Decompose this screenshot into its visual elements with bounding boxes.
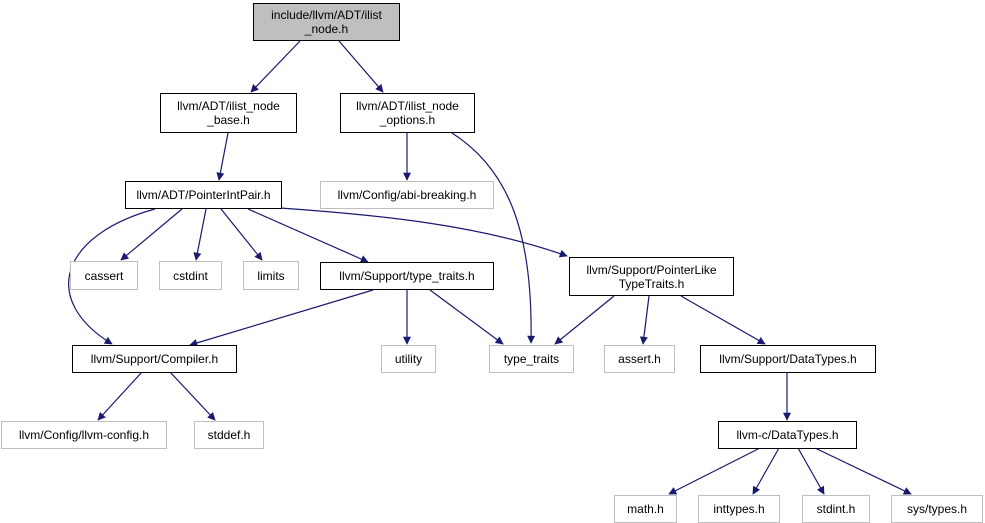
node-compiler[interactable]: llvm/Support/Compiler.h (72, 345, 237, 373)
edge-c-data-types-to-math (668, 447, 761, 495)
edge-c-data-types-to-stdint (797, 447, 825, 495)
edge-c-data-types-to-inttypes (752, 447, 780, 495)
node-ilist-node-base[interactable]: llvm/ADT/ilist_node _base.h (160, 93, 297, 133)
edge-pointer-int-pair-to-cstdint (193, 208, 207, 261)
edge-root-to-ilist-node-options (338, 40, 384, 93)
edge-c-data-types-to-sys-types (814, 447, 912, 495)
node-abi-breaking: llvm/Config/abi-breaking.h (320, 181, 494, 209)
edge-ilist-node-base-to-pointer-int-pair (216, 132, 229, 181)
edge-compiler-to-llvm-config (97, 371, 143, 421)
node-inttypes: inttypes.h (698, 495, 780, 523)
node-llvm-config: llvm/Config/llvm-config.h (1, 421, 167, 449)
node-limits: limits (243, 261, 299, 290)
edge-compiler-to-stddef (169, 371, 216, 421)
edge-pointer-int-pair-to-pointer-like-type-traits (279, 207, 568, 258)
node-data-types[interactable]: llvm/Support/DataTypes.h (700, 345, 876, 373)
node-pointer-int-pair[interactable]: llvm/ADT/PointerIntPair.h (125, 181, 282, 209)
edge-ilist-node-options-to-type-traits (451, 132, 536, 344)
node-ilist-node-options[interactable]: llvm/ADT/ilist_node _options.h (340, 93, 475, 133)
node-c-data-types[interactable]: llvm-c/DataTypes.h (718, 421, 857, 449)
edge-pointer-int-pair-to-limits (220, 208, 263, 261)
edge-root-to-ilist-node-base (250, 40, 301, 93)
node-stddef: stddef.h (194, 421, 264, 449)
edge-pointer-like-type-traits-to-assert (639, 295, 650, 345)
edge-pointer-int-pair-to-cassert (120, 208, 183, 261)
node-sys-types: sys/types.h (891, 495, 983, 523)
edge-support-type-traits-to-compiler (189, 289, 374, 347)
node-cstdint: cstdint (159, 261, 222, 290)
node-root-ilist-node[interactable]: include/llvm/ADT/ilist _node.h (253, 3, 400, 41)
node-support-type-traits[interactable]: llvm/Support/type_traits.h (320, 262, 494, 290)
node-pointer-like-type-traits[interactable]: llvm/Support/PointerLike TypeTraits.h (569, 257, 734, 296)
node-assert-h: assert.h (604, 345, 675, 373)
edge-pointer-like-type-traits-to-data-types (680, 295, 766, 345)
node-type-traits: type_traits (489, 345, 574, 373)
node-cassert: cassert (70, 261, 138, 290)
edge-pointer-like-type-traits-to-type-traits (554, 295, 615, 345)
node-stdint: stdint.h (802, 495, 870, 523)
edge-pointer-int-pair-to-support-type-traits (247, 208, 369, 263)
node-utility: utility (381, 345, 436, 373)
node-math: math.h (614, 495, 677, 523)
edge-support-type-traits-to-type-traits (429, 289, 504, 345)
